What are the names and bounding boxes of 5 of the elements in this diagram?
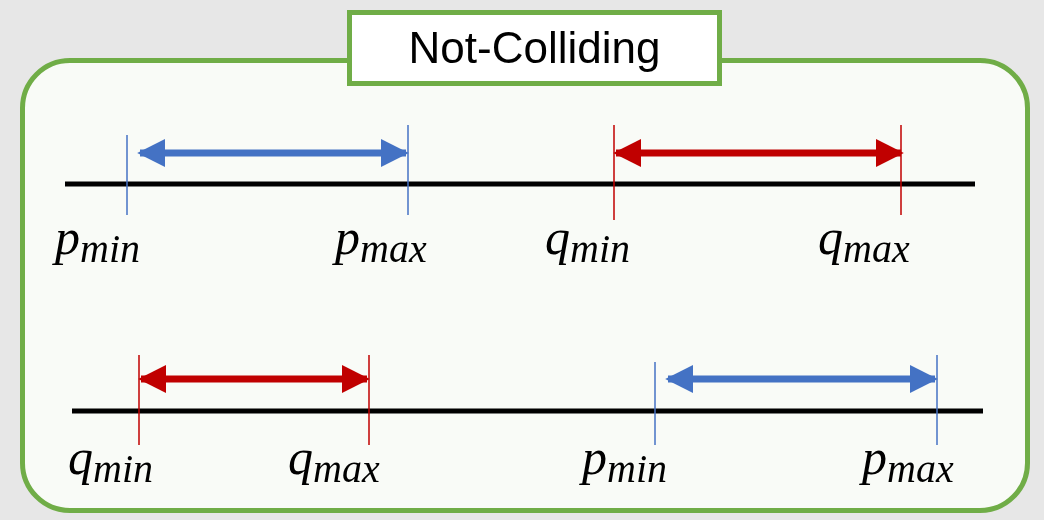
variable-label: q$_{max}$ <box>288 432 380 489</box>
title-label: Not-Colliding <box>347 10 722 86</box>
variable-label: q$_{min}$ <box>545 212 630 269</box>
variable-label: q$_{min}$ <box>68 432 153 489</box>
variable-label: q$_{max}$ <box>818 212 910 269</box>
